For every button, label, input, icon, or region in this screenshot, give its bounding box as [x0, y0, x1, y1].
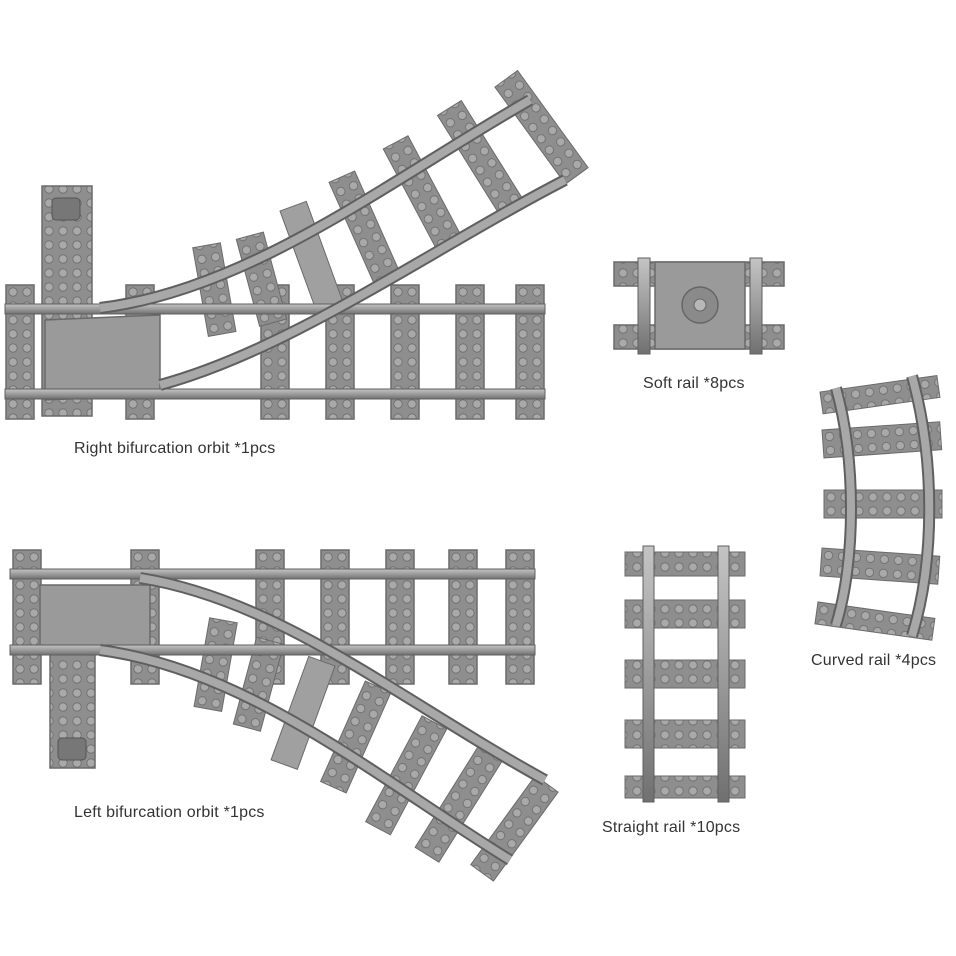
- soft-rail-track: [613, 257, 785, 355]
- curved-rail-track: [814, 374, 943, 641]
- soft-rail-label: Soft rail *8pcs: [643, 375, 745, 392]
- switch-lever-icon: [51, 197, 81, 221]
- switch-lever-icon: [57, 737, 87, 761]
- curved-rail-label: Curved rail *4pcs: [811, 652, 937, 669]
- left-bifurcation-label: Left bifurcation orbit *1pcs: [74, 804, 265, 821]
- straight-rail-label: Straight rail *10pcs: [602, 819, 741, 836]
- left-bifurcation-track: [9, 549, 559, 882]
- straight-rail-track: [624, 545, 746, 803]
- right-bifurcation-label: Right bifurcation orbit *1pcs: [74, 440, 276, 457]
- right-bifurcation-track: [4, 69, 589, 420]
